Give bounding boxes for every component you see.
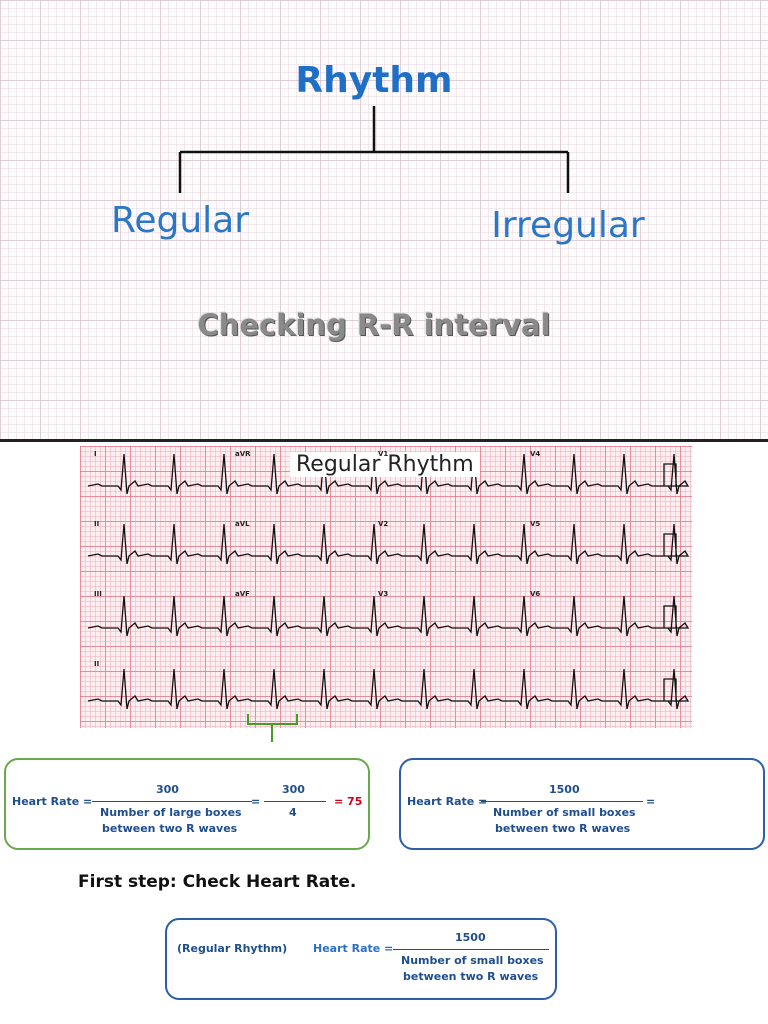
example-numerator: 300 xyxy=(282,783,305,796)
fraction-bar xyxy=(393,949,549,950)
formula-denominator-line2: between two R waves xyxy=(102,822,238,835)
formula-context: (Regular Rhythm) xyxy=(177,942,288,955)
panel-separator xyxy=(0,439,768,442)
formula-denominator-line2: between two R waves xyxy=(495,822,631,835)
ecg-traces xyxy=(87,453,690,710)
tree-right-label: Irregular xyxy=(491,205,645,246)
tree-connectors xyxy=(178,106,570,193)
formula-equals: = xyxy=(646,795,656,808)
subtitle: Checking R-R interval xyxy=(197,308,551,342)
ecg-title: Regular Rhythm xyxy=(290,452,480,477)
lead-label: V5 xyxy=(530,520,541,528)
heart-rate-small-box-formula: Heart Rate = 1500 Number of small boxes … xyxy=(399,758,765,850)
regular-rhythm-formula: (Regular Rhythm) Heart Rate = 1500 Numbe… xyxy=(165,918,557,1000)
formula-numerator: 1500 xyxy=(549,783,580,796)
lead-label: V3 xyxy=(378,590,389,598)
lead-label: II xyxy=(94,520,100,528)
ecg-trace-row xyxy=(87,453,690,495)
lead-label: V4 xyxy=(530,450,541,458)
formula-equals: = xyxy=(251,795,261,808)
formula-denominator-line1: Number of large boxes xyxy=(100,806,242,819)
step-instruction: First step: Check Heart Rate. xyxy=(78,872,357,892)
fraction-bar xyxy=(264,801,326,802)
lead-label: I xyxy=(94,450,97,458)
example-denominator: 4 xyxy=(289,806,297,819)
formula-denominator-line1: Number of small boxes xyxy=(493,806,636,819)
formula-denominator-line1: Number of small boxes xyxy=(401,954,544,967)
fraction-bar xyxy=(92,801,252,802)
formula-numerator: 1500 xyxy=(455,931,486,944)
lead-label: aVR xyxy=(235,450,251,458)
lead-label: aVF xyxy=(235,590,250,598)
tree-root-label: Rhythm xyxy=(295,60,453,101)
tree-left-label: Regular xyxy=(110,200,250,241)
ecg-trace-row xyxy=(87,523,690,565)
ecg-trace-row xyxy=(87,595,690,637)
lead-label: V2 xyxy=(378,520,389,528)
formula-denominator-line2: between two R waves xyxy=(403,970,539,983)
lead-label: II xyxy=(94,660,100,668)
lead-label: V6 xyxy=(530,590,541,598)
ecg-strip: Regular Rhythm I aVR V1 V4 II aVL V2 V5 … xyxy=(80,446,692,728)
formula-label: Heart Rate = xyxy=(407,795,488,808)
formula-numerator: 300 xyxy=(156,783,179,796)
lead-label: aVL xyxy=(235,520,250,528)
formula-label: Heart Rate = xyxy=(313,942,394,955)
lead-label: V1 xyxy=(378,450,389,458)
ecg-trace-row xyxy=(87,668,690,710)
lead-label: III xyxy=(94,590,102,598)
heart-rate-large-box-formula: Heart Rate = 300 Number of large boxes b… xyxy=(4,758,370,850)
formula-label: Heart Rate = xyxy=(12,795,93,808)
fraction-bar xyxy=(481,801,643,802)
rhythm-tree-panel xyxy=(0,0,768,440)
formula-result: = 75 xyxy=(334,795,363,808)
